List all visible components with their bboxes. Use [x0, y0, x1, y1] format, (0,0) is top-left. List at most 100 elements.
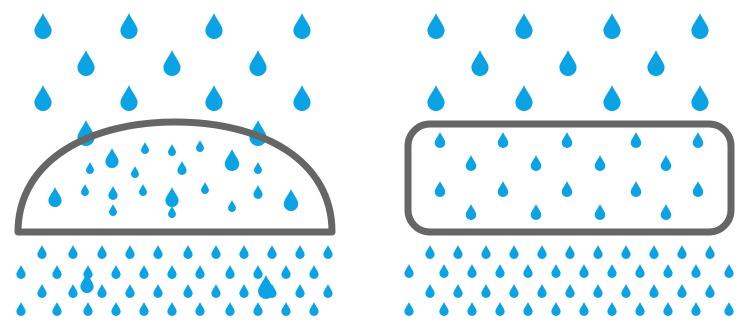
raindrop-large-icon	[77, 50, 94, 76]
raindrop-small-icon	[579, 302, 588, 316]
raindrop-small-icon	[295, 284, 304, 298]
raindrop-small-icon	[37, 245, 46, 259]
raindrop-small-icon	[267, 245, 276, 259]
raindrop-small-icon	[724, 264, 733, 278]
raindrop-large-icon	[471, 50, 488, 76]
raindrop-small-icon	[635, 302, 644, 316]
raindrop-small-icon	[649, 245, 658, 259]
raindrop-small-icon	[439, 302, 448, 316]
raindrop-small-icon	[139, 265, 148, 279]
raindrop-small-icon	[663, 264, 672, 278]
raindrop-small-icon	[523, 302, 532, 316]
raindrop-small-icon	[281, 302, 290, 316]
raindrop-large-icon	[163, 50, 180, 76]
raindrop-icon	[631, 132, 642, 148]
raindrop-small-icon	[253, 265, 262, 279]
raindrop-large-icon	[120, 13, 137, 39]
raindrop-large-icon	[120, 85, 137, 111]
raindrop-icon	[105, 148, 118, 168]
raindrop-small-icon	[481, 284, 490, 298]
raindrop-small-icon	[111, 302, 120, 316]
raindrop-small-icon	[404, 264, 413, 278]
raindrop-icon	[661, 204, 672, 220]
raindrop-small-icon	[509, 245, 518, 259]
raindrop-icon	[562, 181, 573, 197]
raindrop-icon	[228, 200, 236, 212]
raindrop-small-icon	[691, 302, 700, 316]
raindrop-small-icon	[153, 245, 162, 259]
raindrop-small-icon	[211, 284, 220, 298]
raindrop-small-icon	[495, 264, 504, 278]
raindrop-small-icon	[183, 284, 192, 298]
raindrop-small-icon	[565, 245, 574, 259]
raindrop-small-icon	[607, 302, 616, 316]
raindrop-icon	[498, 181, 509, 197]
raindrop-small-icon	[111, 265, 120, 279]
raindrop-small-icon	[453, 245, 462, 259]
raindrop-icon	[254, 162, 262, 174]
raindrop-icon	[595, 155, 606, 171]
raindrop-small-icon	[97, 284, 106, 298]
raindrop-icon	[141, 142, 149, 154]
raindrop-small-icon	[83, 302, 92, 316]
raindrop-icon	[562, 132, 573, 148]
raindrop-small-icon	[677, 284, 686, 298]
raindrop-icon	[48, 187, 61, 207]
raindrop-small-icon	[183, 245, 192, 259]
raindrop-small-icon	[663, 302, 672, 316]
dome-panel	[16, 13, 332, 316]
raindrop-icon	[131, 166, 139, 178]
raindrop-large-icon	[293, 85, 310, 111]
raindrop-small-icon	[195, 265, 204, 279]
raindrop-small-icon	[565, 284, 574, 298]
raindrop-icon	[168, 144, 176, 156]
raindrop-icon	[196, 140, 204, 152]
raindrop-small-icon	[621, 245, 630, 259]
raindrop-small-icon	[125, 245, 134, 259]
raindrop-icon	[531, 155, 542, 171]
raindrop-icon	[81, 184, 89, 196]
raindrop-small-icon	[404, 302, 413, 316]
raindrop-icon	[693, 181, 704, 197]
rectangle-panel	[404, 13, 733, 316]
raindrop-small-icon	[579, 264, 588, 278]
raindrop-icon	[139, 184, 147, 196]
raindrop-small-icon	[495, 302, 504, 316]
raindrop-small-icon	[439, 264, 448, 278]
raindrop-small-icon	[551, 302, 560, 316]
raindrop-large-icon	[691, 13, 708, 39]
raindrop-icon	[531, 204, 542, 220]
raindrop-small-icon	[37, 284, 46, 298]
raindrop-small-icon	[705, 284, 714, 298]
raindrop-small-icon	[167, 265, 176, 279]
raindrop-small-icon	[153, 284, 162, 298]
raindrop-small-icon	[467, 302, 476, 316]
raindrop-small-icon	[309, 302, 318, 316]
raindrop-icon	[201, 182, 209, 194]
raindrop-small-icon	[523, 264, 532, 278]
raindrop-icon	[435, 181, 446, 197]
raindrop-large-icon	[515, 13, 532, 39]
raindrop-small-icon	[593, 245, 602, 259]
raindrop-small-icon	[467, 264, 476, 278]
raindrop-small-icon	[295, 245, 304, 259]
raindrop-small-icon	[195, 302, 204, 316]
raindrop-icon	[168, 206, 176, 218]
raindrop-icon	[595, 204, 606, 220]
raindrop-small-icon	[621, 284, 630, 298]
raindrop-small-icon	[323, 245, 332, 259]
raindrop-large-icon	[559, 50, 576, 76]
raindrop-small-icon	[309, 265, 318, 279]
raindrop-small-icon	[253, 302, 262, 316]
raindrop-large-icon	[427, 13, 444, 39]
raindrop-icon	[177, 161, 186, 175]
raindrop-small-icon	[239, 245, 248, 259]
raindrop-small-icon	[68, 284, 77, 298]
raindrop-large-icon	[647, 50, 664, 76]
raindrop-icon	[165, 187, 178, 207]
raindrop-large-icon	[34, 13, 51, 39]
raindrop-large-icon	[293, 13, 310, 39]
raindrop-small-icon	[509, 284, 518, 298]
raindrop-icon	[466, 204, 477, 220]
